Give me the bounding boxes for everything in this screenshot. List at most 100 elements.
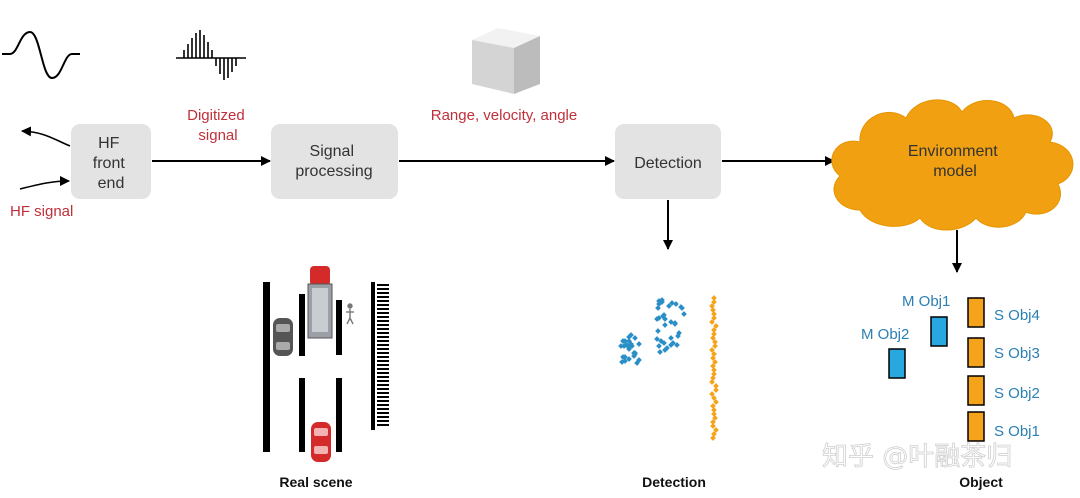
s-obj3-label: S Obj3 xyxy=(994,345,1040,362)
static-detection-point xyxy=(712,359,718,365)
truck xyxy=(307,266,333,339)
static-object-3 xyxy=(967,337,985,368)
crosswalk-stripe xyxy=(377,412,389,414)
static-detection-point xyxy=(709,347,715,353)
static-detection-point xyxy=(711,351,717,357)
crosswalk-stripe xyxy=(377,376,389,378)
crosswalk-stripe xyxy=(377,396,389,398)
range-velocity-angle-label: Range, velocity, angle xyxy=(431,107,577,124)
static-detection-point xyxy=(710,355,716,361)
m-obj1-label: M Obj1 xyxy=(902,293,950,310)
crosswalk-stripe xyxy=(377,344,389,346)
static-detection-point xyxy=(711,431,717,437)
crosswalk-stripe xyxy=(377,380,389,382)
moving-detection-point xyxy=(656,301,662,307)
moving-detection-point xyxy=(628,332,634,338)
crosswalk xyxy=(377,284,389,426)
crosswalk-stripe xyxy=(377,284,389,286)
moving-object-2 xyxy=(888,348,906,379)
static-detection-point xyxy=(711,407,717,413)
crosswalk-stripe xyxy=(377,356,389,358)
crosswalk-stripe xyxy=(377,300,389,302)
pedestrian-icon xyxy=(346,303,354,325)
moving-detection-point xyxy=(655,328,661,334)
crosswalk-stripe xyxy=(377,348,389,350)
real-scene-caption: Real scene xyxy=(279,474,352,490)
svg-text:Environment model: Environment model xyxy=(908,143,1002,180)
red-car xyxy=(311,422,331,462)
static-detection-point xyxy=(709,319,715,325)
crosswalk-stripe xyxy=(377,368,389,370)
static-detection-point xyxy=(713,387,719,393)
moving-detection-point xyxy=(668,319,674,325)
cube-icon xyxy=(472,28,540,94)
moving-detection-point xyxy=(622,354,628,360)
static-detection-point xyxy=(710,435,716,441)
static-detection-point xyxy=(713,323,719,329)
moving-detection-point xyxy=(621,343,627,349)
svg-text:HF front end: HF front end xyxy=(93,135,129,192)
real-scene-illustration xyxy=(263,266,389,462)
watermark: 知乎 @叶融茶归 xyxy=(822,442,1012,472)
static-detection-point xyxy=(711,295,717,301)
crosswalk-stripe xyxy=(377,332,389,334)
s-obj1-label: S Obj1 xyxy=(994,423,1040,440)
detection-point-cloud xyxy=(618,295,719,441)
crosswalk-stripe xyxy=(377,352,389,354)
moving-detection-point xyxy=(622,338,628,344)
crosswalk-stripe xyxy=(377,392,389,394)
moving-detection-point xyxy=(674,342,680,348)
sine-wave-icon xyxy=(2,30,80,80)
moving-detection-point xyxy=(656,343,662,349)
static-detection-point xyxy=(711,311,717,317)
static-detection-point xyxy=(710,375,716,381)
static-detection-point xyxy=(710,403,716,409)
crosswalk-stripe xyxy=(377,424,389,426)
crosswalk-stripe xyxy=(377,372,389,374)
s-obj4-label: S Obj4 xyxy=(994,307,1040,324)
static-detection-point xyxy=(710,419,716,425)
moving-detection-point xyxy=(668,335,674,341)
hf-signal-label: HF signal xyxy=(10,203,73,220)
object-caption: Object xyxy=(959,474,1003,490)
static-object-1 xyxy=(967,411,985,442)
moving-detection-point xyxy=(678,304,684,310)
moving-detection-point xyxy=(636,341,642,347)
moving-detection-point xyxy=(661,340,667,346)
moving-detection-point xyxy=(656,315,662,321)
moving-detection-point xyxy=(618,343,624,349)
static-object-4 xyxy=(967,297,985,328)
svg-text:Detection: Detection xyxy=(634,155,702,172)
static-detection-point xyxy=(710,423,716,429)
moving-detection-point xyxy=(626,338,632,344)
static-detection-point xyxy=(712,415,718,421)
crosswalk-stripe xyxy=(377,324,389,326)
static-detection-point xyxy=(713,427,719,433)
static-detection-point xyxy=(710,335,716,341)
crosswalk-stripe xyxy=(377,304,389,306)
environment-model-cloud: Environment model xyxy=(831,99,1074,231)
static-object-2 xyxy=(967,375,985,406)
static-detection-point xyxy=(711,395,717,401)
moving-detection-point xyxy=(681,311,687,317)
object-map: M Obj1 M Obj2 S Obj4 S Obj3 S Obj2 S Obj… xyxy=(861,293,1040,442)
digitized-signal-label: Digitized signal xyxy=(187,107,249,144)
crosswalk-stripe xyxy=(377,388,389,390)
m-obj2-label: M Obj2 xyxy=(861,326,909,343)
static-detection-point xyxy=(713,399,719,405)
static-detection-point xyxy=(710,307,716,313)
moving-object-1 xyxy=(930,316,948,347)
hf-transmit-arrow xyxy=(21,126,71,147)
hf-front-end-block: HF front end xyxy=(71,124,151,199)
static-detection-point xyxy=(711,411,717,417)
crosswalk-stripe xyxy=(377,336,389,338)
static-detection-point xyxy=(709,379,715,385)
static-detection-point xyxy=(711,299,717,305)
moving-detection-point xyxy=(626,356,632,362)
crosswalk-stripe xyxy=(377,404,389,406)
crosswalk-stripe xyxy=(377,312,389,314)
moving-detection-point xyxy=(631,353,637,359)
static-detection-point xyxy=(710,363,716,369)
crosswalk-stripe xyxy=(377,360,389,362)
